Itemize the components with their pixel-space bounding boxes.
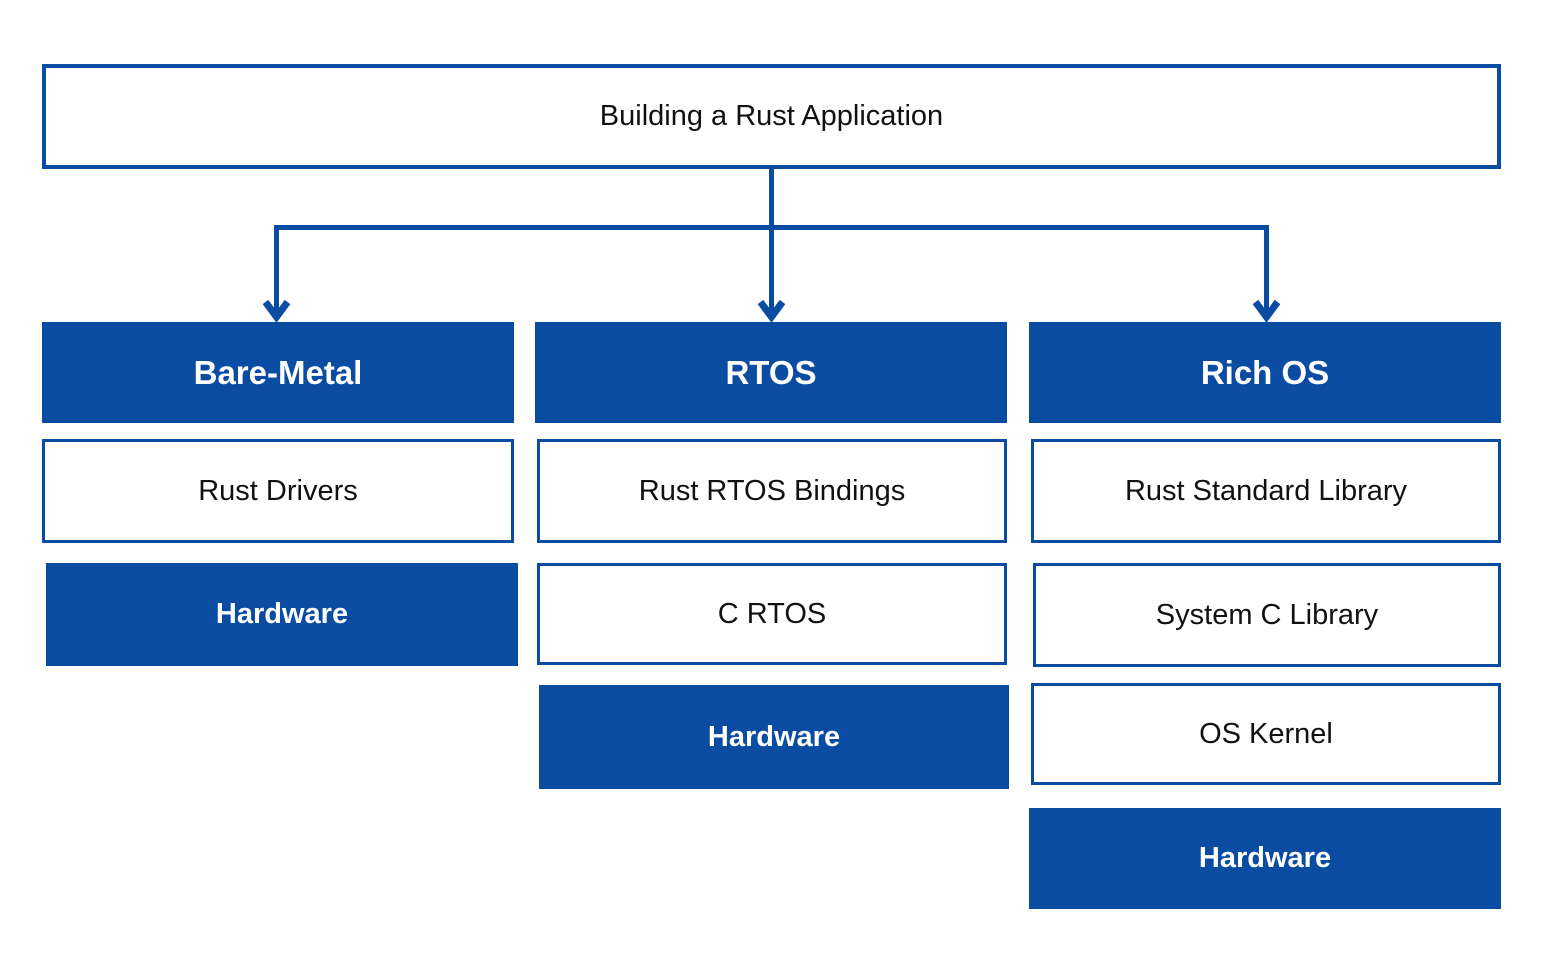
box-system-c-library: System C Library xyxy=(1033,563,1501,667)
box-rust-drivers: Rust Drivers xyxy=(42,439,514,543)
header-label: Bare-Metal xyxy=(193,353,363,391)
box-os-kernel: OS Kernel xyxy=(1031,683,1501,785)
root-node-label: Building a Rust Application xyxy=(599,100,944,132)
box-label: Hardware xyxy=(215,598,349,630)
arrow-down-icon xyxy=(1252,299,1281,323)
header-rtos: RTOS xyxy=(535,322,1007,423)
box-label: Rust Drivers xyxy=(198,474,358,507)
header-bare-metal: Bare-Metal xyxy=(42,322,514,423)
box-label: Hardware xyxy=(707,720,841,753)
box-rust-standard-library: Rust Standard Library xyxy=(1031,439,1501,543)
box-label: System C Library xyxy=(1155,598,1379,631)
box-hardware-rtos: Hardware xyxy=(539,685,1009,789)
box-rust-rtos-bindings: Rust RTOS Bindings xyxy=(537,439,1007,543)
header-label: Rich OS xyxy=(1200,353,1330,391)
box-label: C RTOS xyxy=(717,597,827,630)
box-label: Rust RTOS Bindings xyxy=(638,474,906,507)
arrow-down-icon xyxy=(757,299,786,323)
root-node: Building a Rust Application xyxy=(42,64,1501,169)
header-label: RTOS xyxy=(725,353,817,391)
box-hardware-bare-metal: Hardware xyxy=(46,563,518,666)
box-c-rtos: C RTOS xyxy=(537,563,1007,665)
arrow-down-icon xyxy=(262,299,291,323)
box-label: Hardware xyxy=(1198,842,1332,874)
box-label: OS Kernel xyxy=(1199,717,1333,750)
box-hardware-rich-os: Hardware xyxy=(1029,808,1501,909)
box-label: Rust Standard Library xyxy=(1124,474,1408,507)
header-rich-os: Rich OS xyxy=(1029,322,1501,423)
